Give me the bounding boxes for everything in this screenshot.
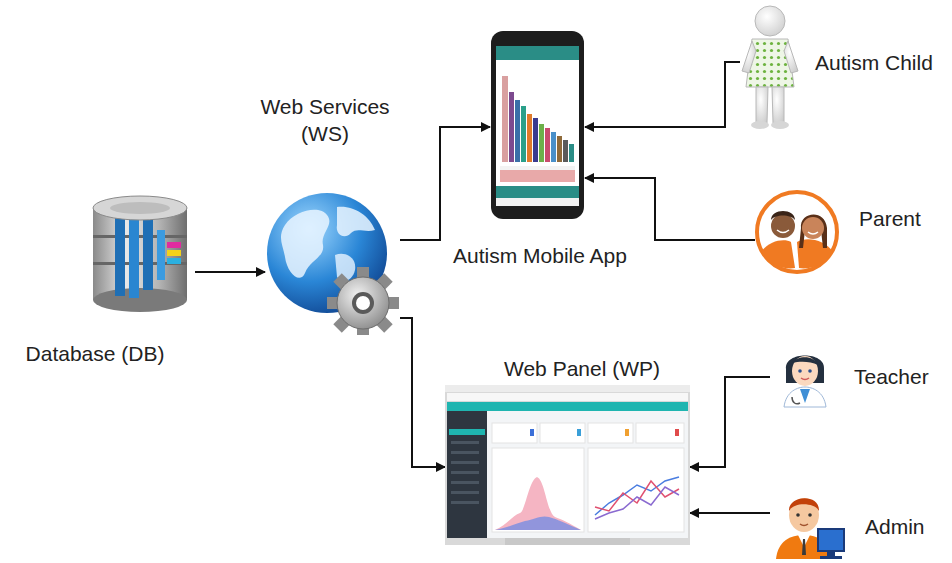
node-label: Autism Mobile App xyxy=(435,242,645,269)
actor-node: Database (DB) xyxy=(85,190,195,315)
connector-arrow xyxy=(585,62,740,127)
node-label: Database (DB) xyxy=(10,340,180,367)
connector-arrow xyxy=(585,178,755,240)
actor-node: Web Panel (WP) xyxy=(445,385,690,545)
actor-node: Admin xyxy=(770,485,845,560)
connector-arrow xyxy=(690,512,770,514)
actor-node: Autism Child xyxy=(740,5,800,130)
connector-arrow xyxy=(690,377,770,467)
child-figure xyxy=(740,5,800,130)
database-icon xyxy=(85,190,195,315)
admin-icon xyxy=(770,485,845,560)
node-label: Admin xyxy=(865,513,925,540)
node-label: Parent xyxy=(859,205,921,232)
actor-node: Web Services (WS) xyxy=(265,185,400,335)
parent-icon xyxy=(755,190,840,275)
web-services-globe xyxy=(265,185,400,335)
connector-arrow xyxy=(195,271,265,273)
actor-node: Parent xyxy=(755,190,840,275)
actor-node: Autism Mobile App xyxy=(490,30,585,220)
actor-node: Teacher xyxy=(770,345,840,410)
node-label: Web Services (WS) xyxy=(250,93,400,148)
node-label: Teacher xyxy=(854,363,929,390)
node-label: Autism Child xyxy=(815,49,933,76)
node-label: Web Panel (WP) xyxy=(497,355,667,382)
connector-arrow xyxy=(400,127,490,240)
teacher-icon xyxy=(770,345,840,410)
connector-arrow xyxy=(400,318,445,467)
mobile-app-phone xyxy=(490,30,585,220)
web-panel-screen xyxy=(445,385,690,545)
